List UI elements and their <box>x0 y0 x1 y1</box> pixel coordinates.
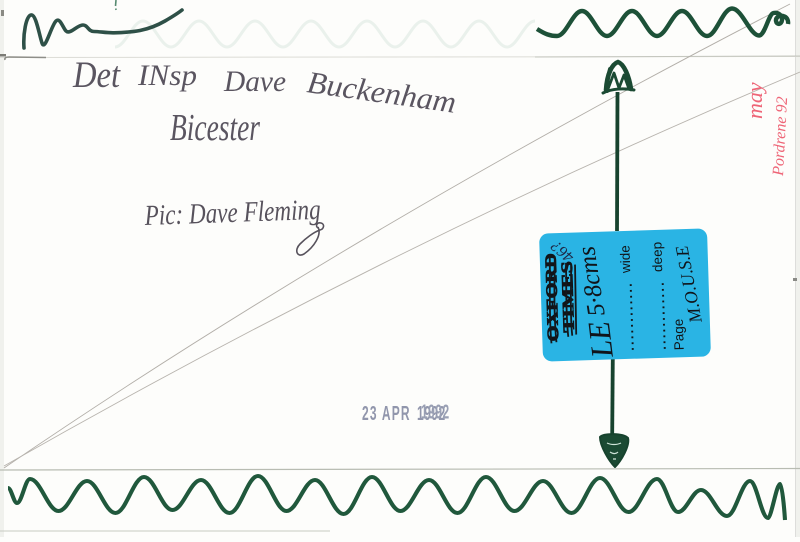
svg-text:INsp: INsp <box>137 59 197 92</box>
svg-text:............: ............ <box>620 281 637 351</box>
svg-text:OXFORD: OXFORD <box>541 253 562 342</box>
svg-text:1992: 1992 <box>417 403 446 425</box>
svg-text:1992: 1992 <box>421 401 450 423</box>
svg-text:23 APR: 23 APR <box>362 403 411 425</box>
svg-text:deep: deep <box>649 242 665 273</box>
svg-text:............: ............ <box>652 280 669 350</box>
svg-text:Dave: Dave <box>223 65 286 98</box>
svg-text:Page: Page <box>671 319 687 351</box>
svg-text:may: may <box>742 82 767 119</box>
svg-text:TIMES: TIMES <box>557 261 578 333</box>
svg-text:Det: Det <box>72 55 121 96</box>
svg-text:Pic: Dave Fleming: Pic: Dave Fleming <box>143 194 321 232</box>
svg-text:Bicester: Bicester <box>170 107 260 149</box>
svg-text:wide: wide <box>617 245 633 274</box>
svg-text:LE: LE <box>581 320 620 361</box>
svg-text:Pordrene 92: Pordrene 92 <box>770 96 791 177</box>
